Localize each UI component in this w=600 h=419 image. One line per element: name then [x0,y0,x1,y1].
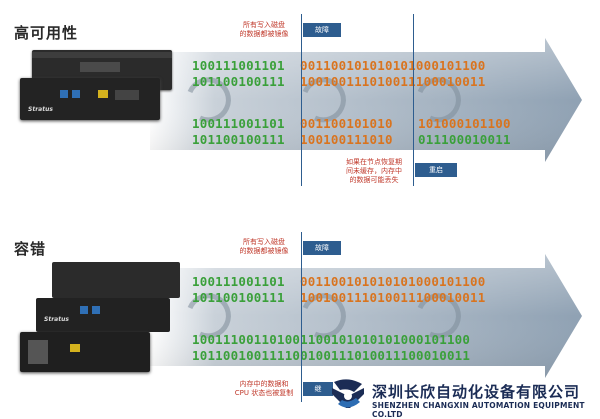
bits-row: 100100111010 [300,132,393,147]
device-label: Stratus [28,106,53,113]
bits-row: 100111001101 [192,58,285,73]
company-logo-icon [332,379,364,408]
bits-row: 001100101010101000101100 [300,58,486,73]
bits-row: 100111001101 [192,274,285,289]
tag-failure-2: 故障 [303,241,341,255]
bits-row: 100111001101 [192,116,285,131]
note-memory-replicated: 内存中的数据和 CPU 状态也被复制 [234,380,294,397]
bits-row: 011100010011 [418,132,511,147]
bits-row: 101100100111 [192,132,285,147]
tag-restart: 重启 [415,163,457,177]
company-name-cn: 深圳长欣自动化设备有限公司 [372,383,581,401]
cycle-arrows-1 [187,77,461,123]
bits-row: 101100100111 [192,290,285,305]
note-mirror-2: 所有写入磁盘 的数据都被镜像 [239,238,289,255]
note-data-loss: 如果在节点恢复期 间未缓存，内存中 的数据可能丢失 [346,158,402,184]
section-title-high-availability: 高可用性 [14,24,79,42]
bits-row: 100100111010011100010011 [300,290,486,305]
bits-row: 101100100111 [192,74,285,89]
company-name-en: SHENZHEN CHANGXIN AUTOMATION EQUIPMENT C… [372,401,585,419]
failure-line-2 [301,232,302,402]
cycle-arrows-2 [187,293,461,339]
device-label: Stratus [44,316,69,323]
bits-row: 001100101010 [300,116,393,131]
restart-line [413,14,414,186]
failure-line [301,14,302,186]
bits-row: 100111001101001100101010101000101100 [192,332,471,347]
tag-continue: 继 [303,382,333,396]
tag-failure: 故障 [303,23,341,37]
bits-row: 101000101100 [418,116,511,131]
note-mirror: 所有写入磁盘 的数据都被镜像 [239,21,289,38]
bits-row: 101100100111100100111010011100010011 [192,348,471,363]
bits-row: 100100111010011100010011 [300,74,486,89]
bits-row: 001100101010101000101100 [300,274,486,289]
section-title-fault-tolerance: 容错 [14,240,47,258]
